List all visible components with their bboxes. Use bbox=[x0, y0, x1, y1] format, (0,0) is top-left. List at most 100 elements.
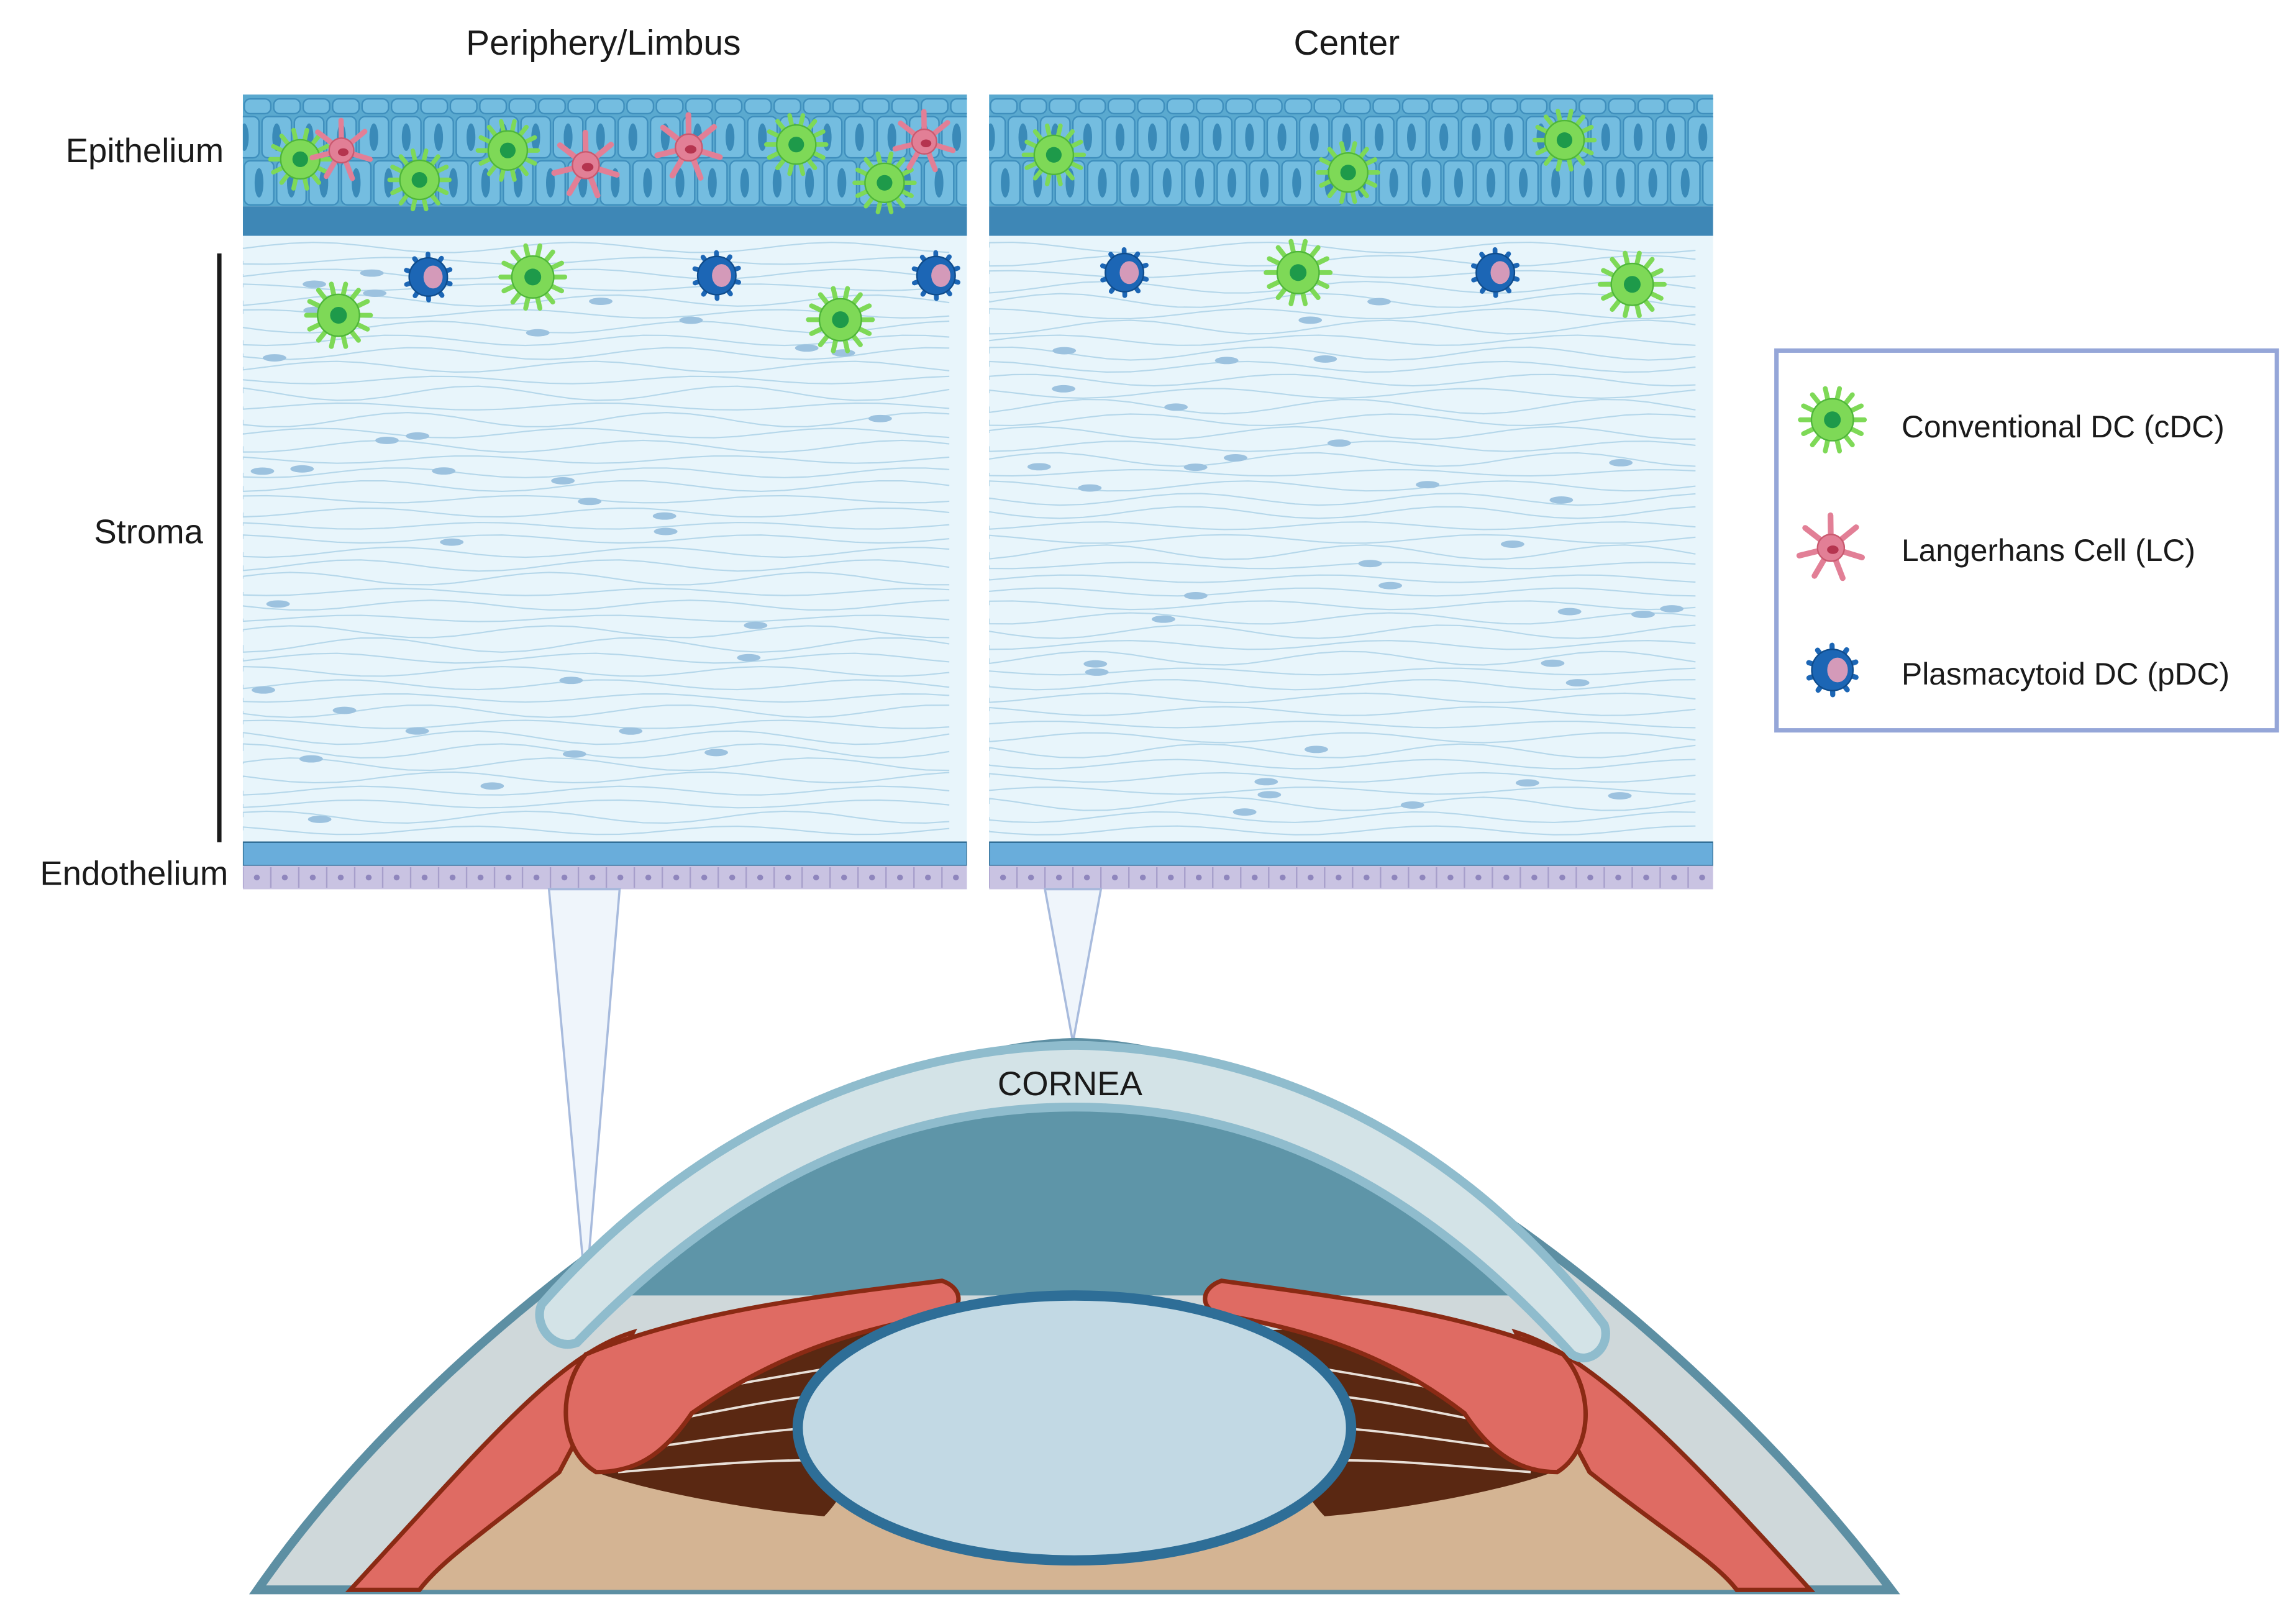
epithelial-nucleus bbox=[596, 123, 605, 152]
legend: Conventional DC (cDC) Langerhans Cell (L… bbox=[1774, 348, 2279, 733]
stroma-fiber bbox=[989, 650, 1696, 666]
endothelial-nucleus bbox=[701, 874, 708, 881]
epithelial-cell bbox=[420, 98, 449, 115]
conventional-dc-cell bbox=[852, 151, 917, 214]
nucleus bbox=[921, 139, 932, 148]
epithelial-nucleus bbox=[369, 123, 378, 152]
stroma-fibers bbox=[989, 241, 1696, 836]
stroma-fiber bbox=[989, 679, 1696, 691]
stroma-fiber bbox=[989, 493, 1696, 506]
endothelial-nucleus bbox=[1055, 874, 1062, 881]
keratocyte bbox=[1027, 463, 1051, 471]
endothelial-nucleus bbox=[757, 874, 763, 881]
epithelial-cell bbox=[1608, 98, 1636, 115]
keratocyte bbox=[1085, 668, 1109, 676]
epithelial-nucleus bbox=[272, 123, 281, 152]
stroma-fiber bbox=[242, 637, 950, 653]
plasmacytoid-dc-cell bbox=[1100, 247, 1149, 298]
epithelial-nucleus bbox=[1018, 123, 1027, 152]
stroma-fiber bbox=[989, 452, 1696, 467]
endothelial-nucleus bbox=[1475, 874, 1482, 881]
epithelial-cell bbox=[273, 98, 301, 115]
epithelial-nucleus bbox=[822, 123, 832, 152]
endothelial-nucleus bbox=[1364, 874, 1370, 881]
stroma-fiber bbox=[989, 319, 1696, 335]
epithelial-nucleus bbox=[675, 168, 685, 198]
stroma-fiber bbox=[989, 280, 1696, 294]
epithelial-cell bbox=[537, 98, 566, 115]
keratocyte bbox=[1367, 298, 1392, 306]
epithelial-cell bbox=[1372, 98, 1401, 115]
keratocyte bbox=[1298, 316, 1323, 324]
endothelial-nucleus bbox=[393, 874, 400, 881]
epithelial-cell bbox=[567, 98, 596, 115]
immune-cells bbox=[268, 109, 960, 353]
epithelial-cell bbox=[332, 98, 360, 115]
langerhans-cell bbox=[551, 129, 620, 199]
keratocyte bbox=[363, 289, 387, 297]
epithelial-nucleus bbox=[242, 123, 249, 152]
stroma-fiber bbox=[989, 388, 1696, 399]
endothelial-nucleus bbox=[309, 874, 316, 881]
epithelial-nucleus bbox=[1162, 168, 1172, 198]
nucleus bbox=[685, 145, 697, 154]
keratocyte bbox=[1232, 808, 1257, 816]
keratocyte bbox=[1223, 454, 1247, 462]
stroma-fiber bbox=[989, 692, 1696, 703]
epithelial-cell bbox=[1519, 98, 1548, 115]
center-panel bbox=[989, 94, 1713, 890]
keratocyte bbox=[578, 498, 602, 506]
endothelial-nucleus bbox=[1419, 874, 1426, 881]
panel-header-center: Center bbox=[1294, 24, 1400, 63]
epithelial-cell bbox=[626, 98, 655, 115]
keratocytes bbox=[250, 269, 892, 823]
endothelial-nucleus bbox=[449, 874, 456, 881]
keratocyte bbox=[1304, 745, 1328, 754]
nucleus bbox=[712, 264, 731, 288]
stroma-fiber bbox=[242, 242, 950, 253]
endothelial-nucleus bbox=[1447, 874, 1454, 881]
epithelial-nucleus bbox=[467, 123, 476, 152]
keratocyte bbox=[526, 329, 550, 337]
endothelial-nucleus bbox=[589, 874, 596, 881]
keratocyte bbox=[375, 437, 399, 444]
stroma-fiber bbox=[242, 257, 950, 265]
nucleus bbox=[1824, 411, 1841, 429]
keratocyte bbox=[704, 749, 728, 757]
endothelial-nucleus bbox=[785, 874, 791, 881]
endothelial-nucleus bbox=[1559, 874, 1565, 881]
stroma-fiber bbox=[242, 427, 950, 439]
keratocyte bbox=[1608, 792, 1632, 800]
keratocyte bbox=[1052, 347, 1077, 355]
stroma-fiber bbox=[989, 334, 1696, 346]
keratocyte bbox=[652, 512, 676, 520]
endothelial-nucleus bbox=[561, 874, 568, 881]
panel-header-periphery: Periphery/Limbus bbox=[466, 24, 740, 63]
stroma-fiber bbox=[242, 693, 950, 703]
nucleus bbox=[1340, 165, 1356, 181]
basement-membrane bbox=[989, 206, 1713, 236]
stroma-fiber bbox=[989, 346, 1696, 361]
stroma-fiber bbox=[242, 679, 950, 691]
epithelial-nucleus bbox=[1227, 168, 1237, 198]
endothelial-cells bbox=[989, 867, 1705, 888]
epithelial-nucleus bbox=[434, 123, 444, 152]
epithelial-nucleus bbox=[1601, 123, 1610, 152]
stroma-fiber bbox=[242, 347, 950, 360]
epithelial-nucleus bbox=[1616, 168, 1625, 198]
epithelial-nucleus bbox=[837, 168, 847, 198]
iris bbox=[563, 1278, 961, 1475]
endothelial-nucleus bbox=[533, 874, 540, 881]
langerhans-cell bbox=[1796, 512, 1865, 581]
epithelial-cell bbox=[1137, 98, 1165, 115]
keratocyte bbox=[1378, 581, 1403, 590]
stroma-fiber bbox=[242, 334, 950, 347]
epithelial-nucleus bbox=[449, 168, 458, 198]
legend-box bbox=[1774, 348, 2279, 733]
stroma-fiber bbox=[242, 799, 950, 809]
epithelial-cell bbox=[955, 160, 967, 206]
stroma-fiber bbox=[989, 468, 1696, 477]
epithelial-cell bbox=[1107, 98, 1136, 115]
keratocyte bbox=[868, 414, 892, 422]
epithelial-nucleus bbox=[352, 168, 361, 198]
